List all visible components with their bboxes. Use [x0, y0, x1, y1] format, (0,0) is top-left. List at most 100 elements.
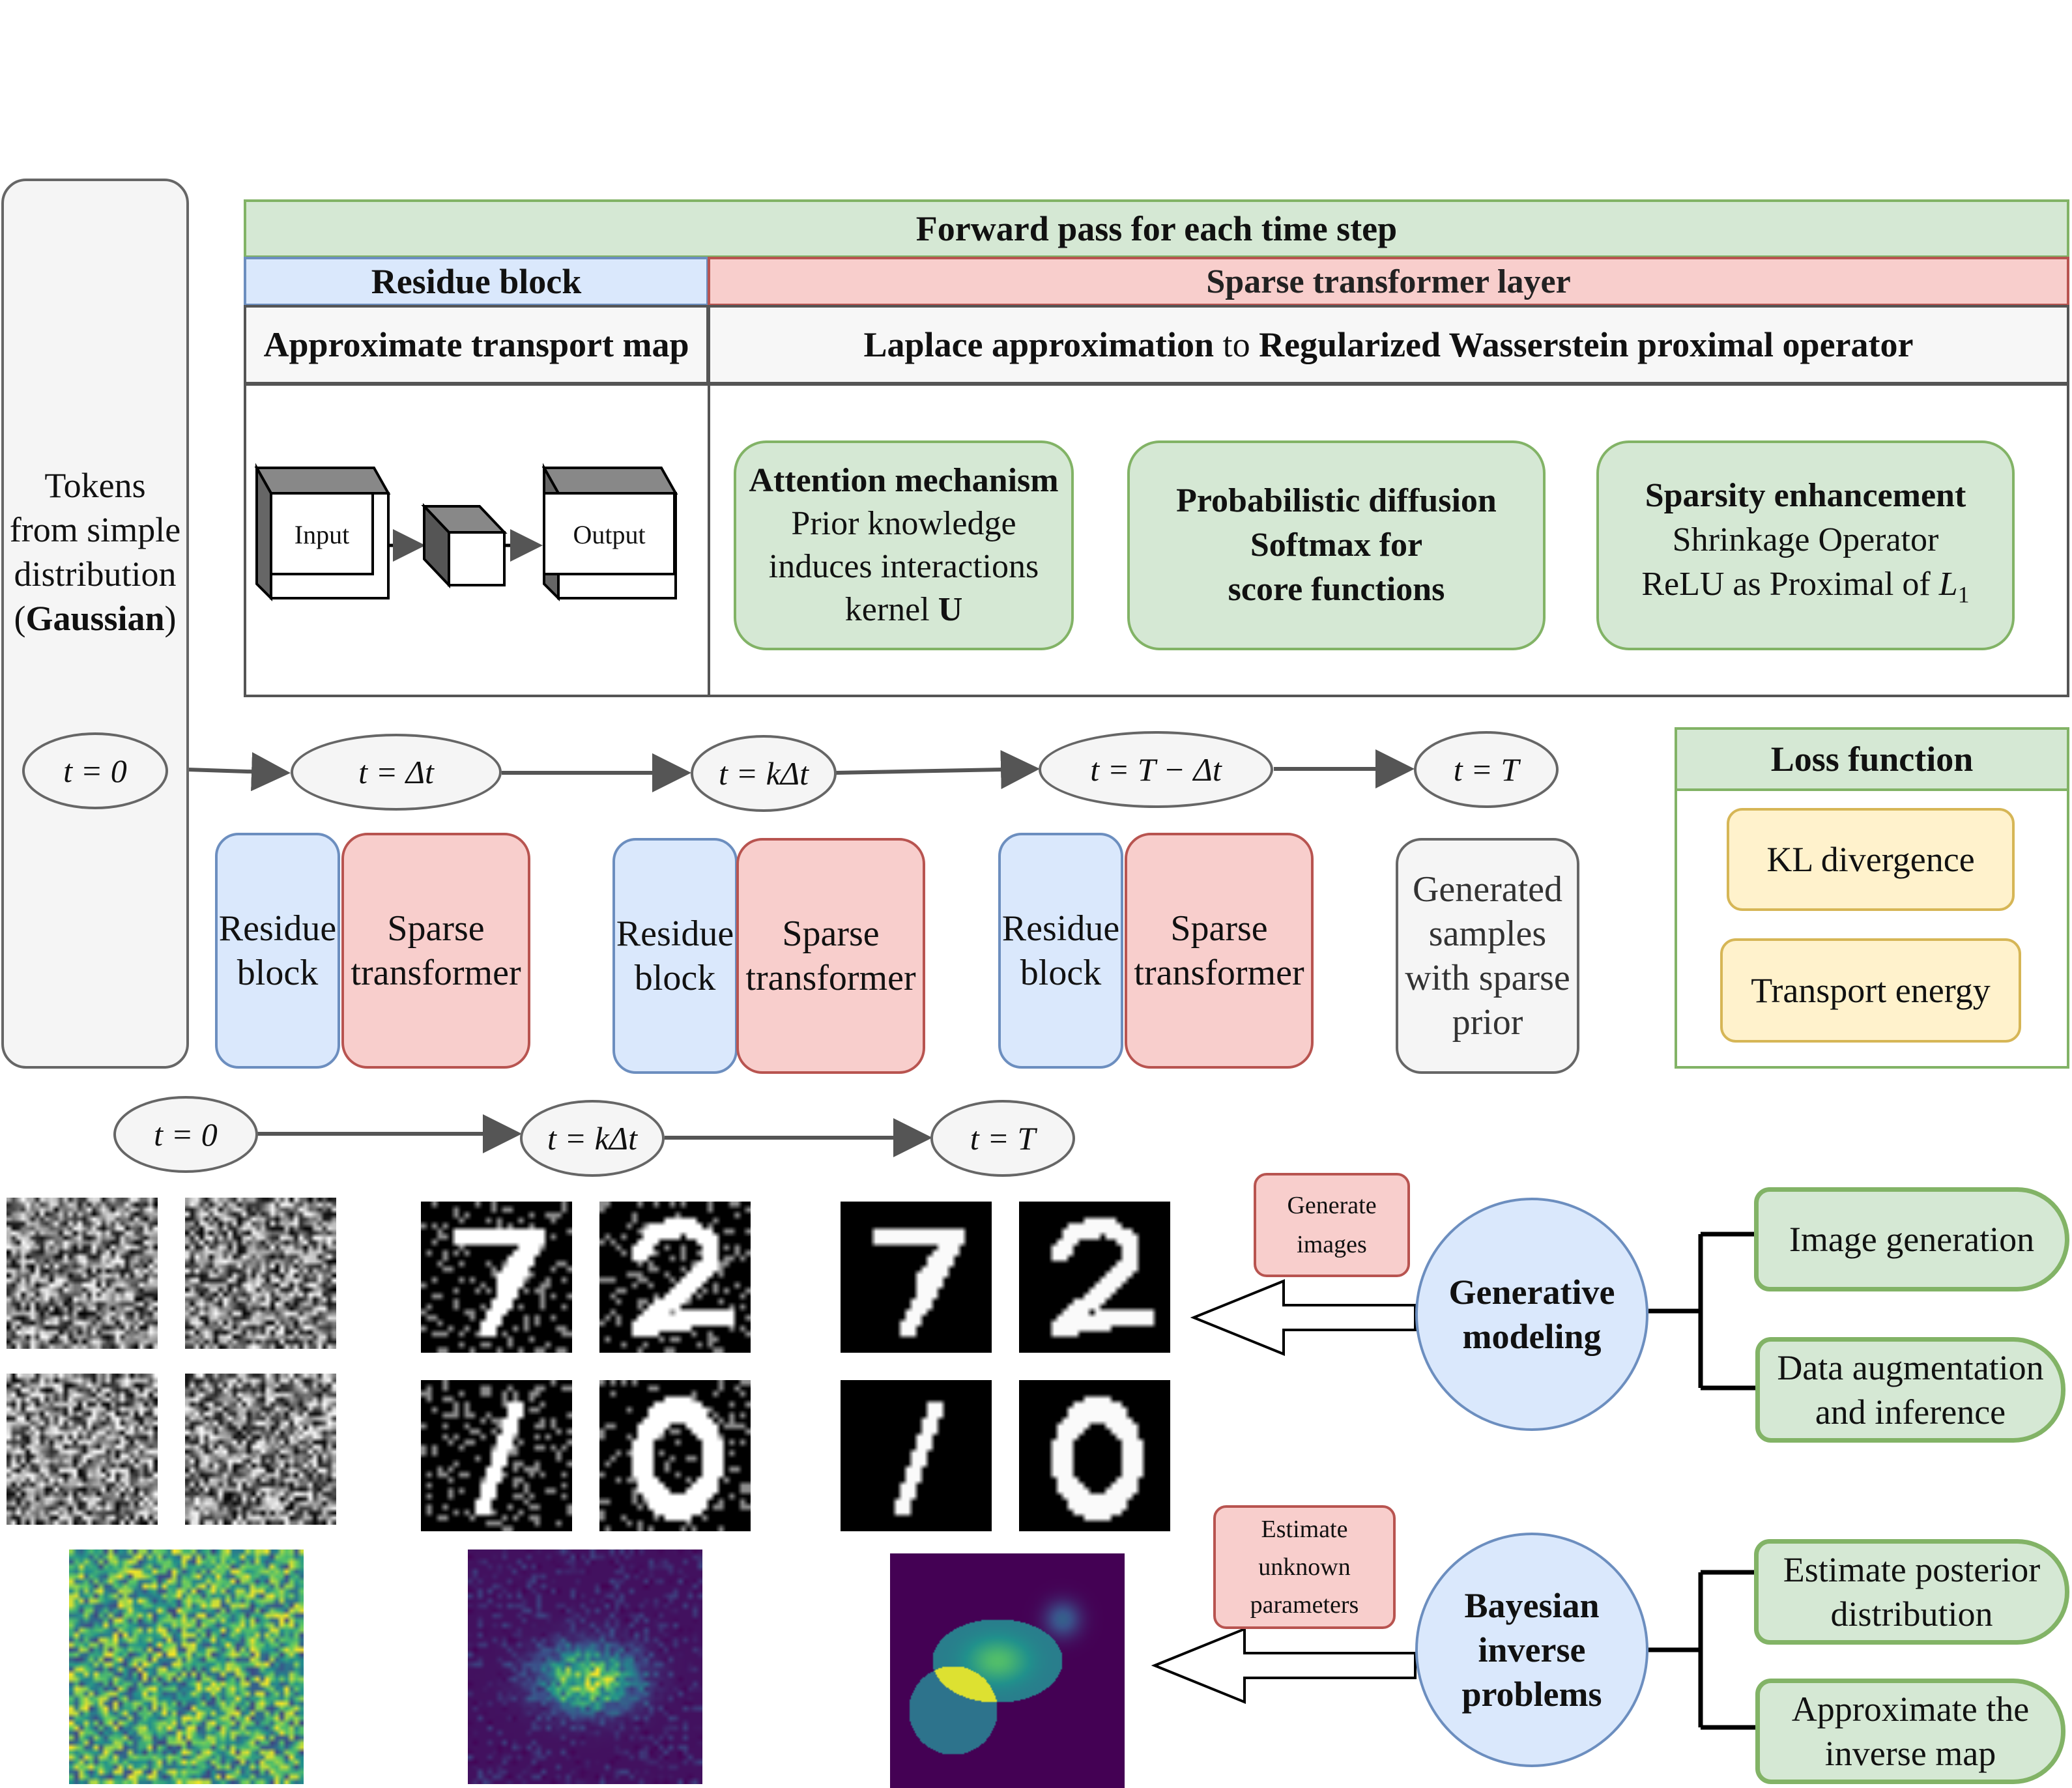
approximate-inverse-line-2: inverse map [1824, 1734, 1996, 1773]
approximate-inverse-line-1: Approximate the [1791, 1690, 2030, 1729]
tokens-line-2: from simple [9, 510, 181, 549]
middle-cube-icon [421, 502, 508, 589]
noise-image-4 [185, 1374, 336, 1525]
generated-line-3: with sparse [1405, 958, 1570, 998]
bayesian-line-3: problems [1461, 1675, 1602, 1714]
partial-digit-7-image [421, 1202, 572, 1353]
kl-divergence-box: KL divergence [1727, 808, 2015, 911]
timeline-tdt: t = T − Δt [1039, 731, 1273, 808]
estimate-note-line-1: Estimate [1261, 1516, 1348, 1543]
attention-line-1: Prior knowledge [791, 505, 1016, 542]
timeline-kdt: t = kΔt [691, 735, 837, 812]
sparsity-title: Sparsity enhancement [1645, 477, 1966, 515]
diffusion-line-1: Probabilistic diffusion [1176, 482, 1497, 519]
bracket-bayesian [1648, 1570, 1759, 1730]
timeline-dt: t = Δt [291, 734, 502, 811]
approximate-inverse-pill: Approximate the inverse map [1755, 1679, 2065, 1784]
sparse-layer-header: Sparse transformer layer [708, 257, 2069, 306]
estimate-posterior-line-2: distribution [1830, 1594, 1993, 1634]
arrow-kdt-tdt [835, 750, 1040, 790]
timeline-t0: t = 0 [22, 732, 168, 809]
laplace-part-a: Laplace approximation [863, 325, 1215, 364]
sparse-label-3b: transformer [1134, 953, 1304, 993]
data-augmentation-pill: Data augmentation and inference [1755, 1337, 2065, 1443]
bayesian-inverse-circle: Bayesian inverse problems [1415, 1533, 1648, 1767]
bayesian-line-2: inverse [1478, 1630, 1586, 1669]
tokens-panel: Tokens from simple distribution (Gaussia… [1, 179, 189, 1069]
partial-digit-1-image [421, 1380, 572, 1531]
transport-energy-box: Transport energy [1720, 938, 2021, 1043]
sparsity-box: Sparsity enhancement Shrinkage Operator … [1596, 440, 2015, 650]
estimate-posterior-line-1: Estimate posterior [1783, 1550, 2041, 1589]
forward-pass-title: Forward pass for each time step [244, 199, 2069, 258]
generated-line-4: prior [1452, 1002, 1523, 1043]
residue-label-1a: Residue [218, 908, 337, 949]
residue-label-3a: Residue [1001, 908, 1120, 949]
estimate-posterior-pill: Estimate posterior distribution [1754, 1539, 2069, 1645]
sparsity-line-2: ReLU as Proximal of [1641, 566, 1931, 603]
noise-image-3 [7, 1374, 158, 1525]
generated-line-2: samples [1428, 914, 1547, 954]
sparsity-symbol: L [1938, 566, 1958, 603]
timeline2-t0: t = 0 [113, 1096, 258, 1173]
generative-line-1: Generative [1448, 1273, 1615, 1312]
timeline2-T: t = T [930, 1100, 1075, 1177]
timeline2-kdt: t = kΔt [520, 1100, 665, 1177]
residue-label-2b: block [634, 958, 716, 998]
noise-image-1 [7, 1198, 158, 1349]
residue-label-1b: block [237, 953, 319, 993]
generated-samples-box: Generated samples with sparse prior [1396, 838, 1579, 1074]
data-augmentation-line-2: and inference [1815, 1392, 2006, 1432]
image-generation-pill: Image generation [1754, 1187, 2069, 1291]
tokens-line-3: distribution [14, 555, 177, 594]
generated-line-1: Generated [1412, 869, 1563, 910]
data-augmentation-line-1: Data augmentation [1777, 1348, 2044, 1387]
attention-box: Attention mechanism Prior knowledge indu… [734, 440, 1074, 650]
generate-note-line-2: images [1297, 1231, 1367, 1258]
residue-label-3b: block [1020, 953, 1102, 993]
attention-line-2: induces interactions [768, 548, 1039, 585]
diffusion-line-2: Softmax for [1250, 526, 1423, 564]
estimate-params-note: Estimate unknown parameters [1213, 1505, 1396, 1629]
loss-title: Loss function [1675, 727, 2069, 791]
viridis-partial-image [468, 1550, 702, 1784]
sparse-label-2b: transformer [745, 958, 916, 998]
laplace-part-b: Regularized Wasserstein proximal operato… [1259, 325, 1914, 364]
bayesian-line-1: Bayesian [1464, 1586, 1600, 1625]
digit-7-image [841, 1202, 992, 1353]
estimate-note-line-2: unknown [1258, 1553, 1351, 1581]
tokens-gaussian: Gaussian [25, 599, 165, 638]
generate-note-line-1: Generate [1287, 1192, 1377, 1219]
sparsity-subscript: 1 [1957, 581, 1970, 608]
viridis-noise-image [69, 1550, 304, 1784]
noise-image-2 [185, 1198, 336, 1349]
diffusion-box: Probabilistic diffusion Softmax for scor… [1127, 440, 1546, 650]
partial-digit-0-image [599, 1380, 751, 1531]
sparse-illustration-cell [708, 383, 2069, 697]
partial-digit-2-image [599, 1202, 751, 1353]
sparse-label-3a: Sparse [1170, 908, 1268, 949]
image-generation-label: Image generation [1789, 1220, 2035, 1259]
digit-0-image [1019, 1380, 1170, 1531]
tokens-line-1: Tokens [44, 466, 146, 505]
attention-kernel: kernel [844, 591, 930, 628]
laplace-to: to [1222, 325, 1250, 364]
residue-block-header: Residue block [244, 257, 709, 306]
generate-images-note: Generate images [1254, 1173, 1410, 1277]
kernel-symbol: U [938, 591, 963, 628]
sparse-label-1b: transformer [351, 953, 521, 993]
digit-2-image [1019, 1202, 1170, 1353]
digit-1-image [841, 1380, 992, 1531]
bracket-generative [1648, 1232, 1759, 1391]
estimate-note-line-3: parameters [1250, 1591, 1359, 1619]
sparse-label-2a: Sparse [782, 914, 880, 954]
input-label: Input [294, 519, 350, 549]
generative-modeling-circle: Generative modeling [1415, 1198, 1648, 1431]
generative-line-2: modeling [1462, 1317, 1602, 1356]
